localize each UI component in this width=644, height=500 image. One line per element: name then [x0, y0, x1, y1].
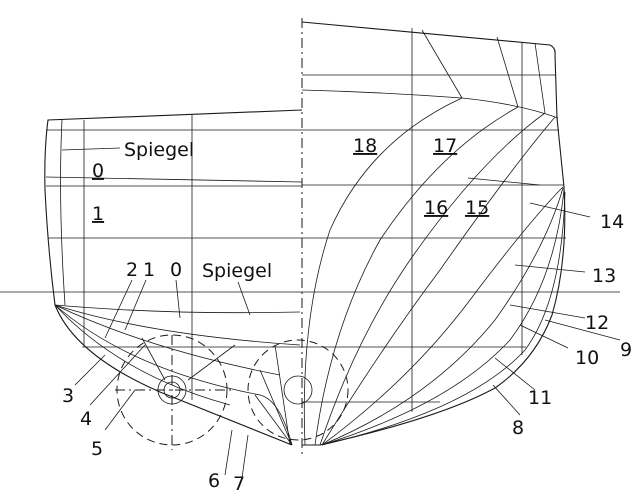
label-station-4: 4	[80, 408, 92, 430]
bow-outline	[301, 21, 566, 446]
stern-outline	[44, 109, 303, 446]
label-spiegel-upper: Spiegel	[124, 139, 194, 161]
label-stern-0: 0	[170, 259, 182, 281]
label-spiegel-lower: Spiegel	[202, 260, 272, 282]
knuckle-line	[301, 89, 559, 119]
station-15	[321, 116, 556, 446]
label-waterline-0: 0	[92, 160, 104, 182]
label-station-18: 18	[353, 135, 377, 157]
station-12	[321, 189, 565, 446]
label-station-3: 3	[62, 385, 74, 407]
stern-half	[44, 109, 349, 450]
label-station-10: 10	[575, 347, 599, 369]
label-station-5: 5	[91, 438, 103, 460]
label-station-15: 15	[465, 197, 489, 219]
bow-half	[301, 21, 566, 446]
leader-lines	[61, 147, 621, 479]
station-17	[314, 106, 519, 446]
label-stern-1: 1	[143, 259, 155, 281]
station-14	[321, 186, 564, 446]
label-station-14: 14	[600, 211, 624, 233]
label-station-13: 13	[592, 265, 616, 287]
label-stern-2: 2	[126, 259, 138, 281]
label-station-7: 7	[233, 473, 245, 495]
propeller-disc-right	[247, 339, 349, 441]
station-16	[319, 112, 546, 446]
label-station-11: 11	[528, 387, 552, 409]
label-station-16: 16	[424, 197, 448, 219]
station-18	[303, 97, 463, 446]
label-station-9: 9	[620, 339, 632, 361]
station-11	[321, 191, 566, 446]
label-station-6: 6	[208, 470, 220, 492]
label-station-12: 12	[585, 312, 609, 334]
label-station-17: 17	[433, 135, 457, 157]
transom-line	[54, 304, 301, 314]
station-13	[321, 187, 564, 446]
propeller-hub-right	[283, 375, 313, 405]
label-waterline-1: 1	[92, 203, 104, 225]
label-station-8: 8	[512, 417, 524, 439]
